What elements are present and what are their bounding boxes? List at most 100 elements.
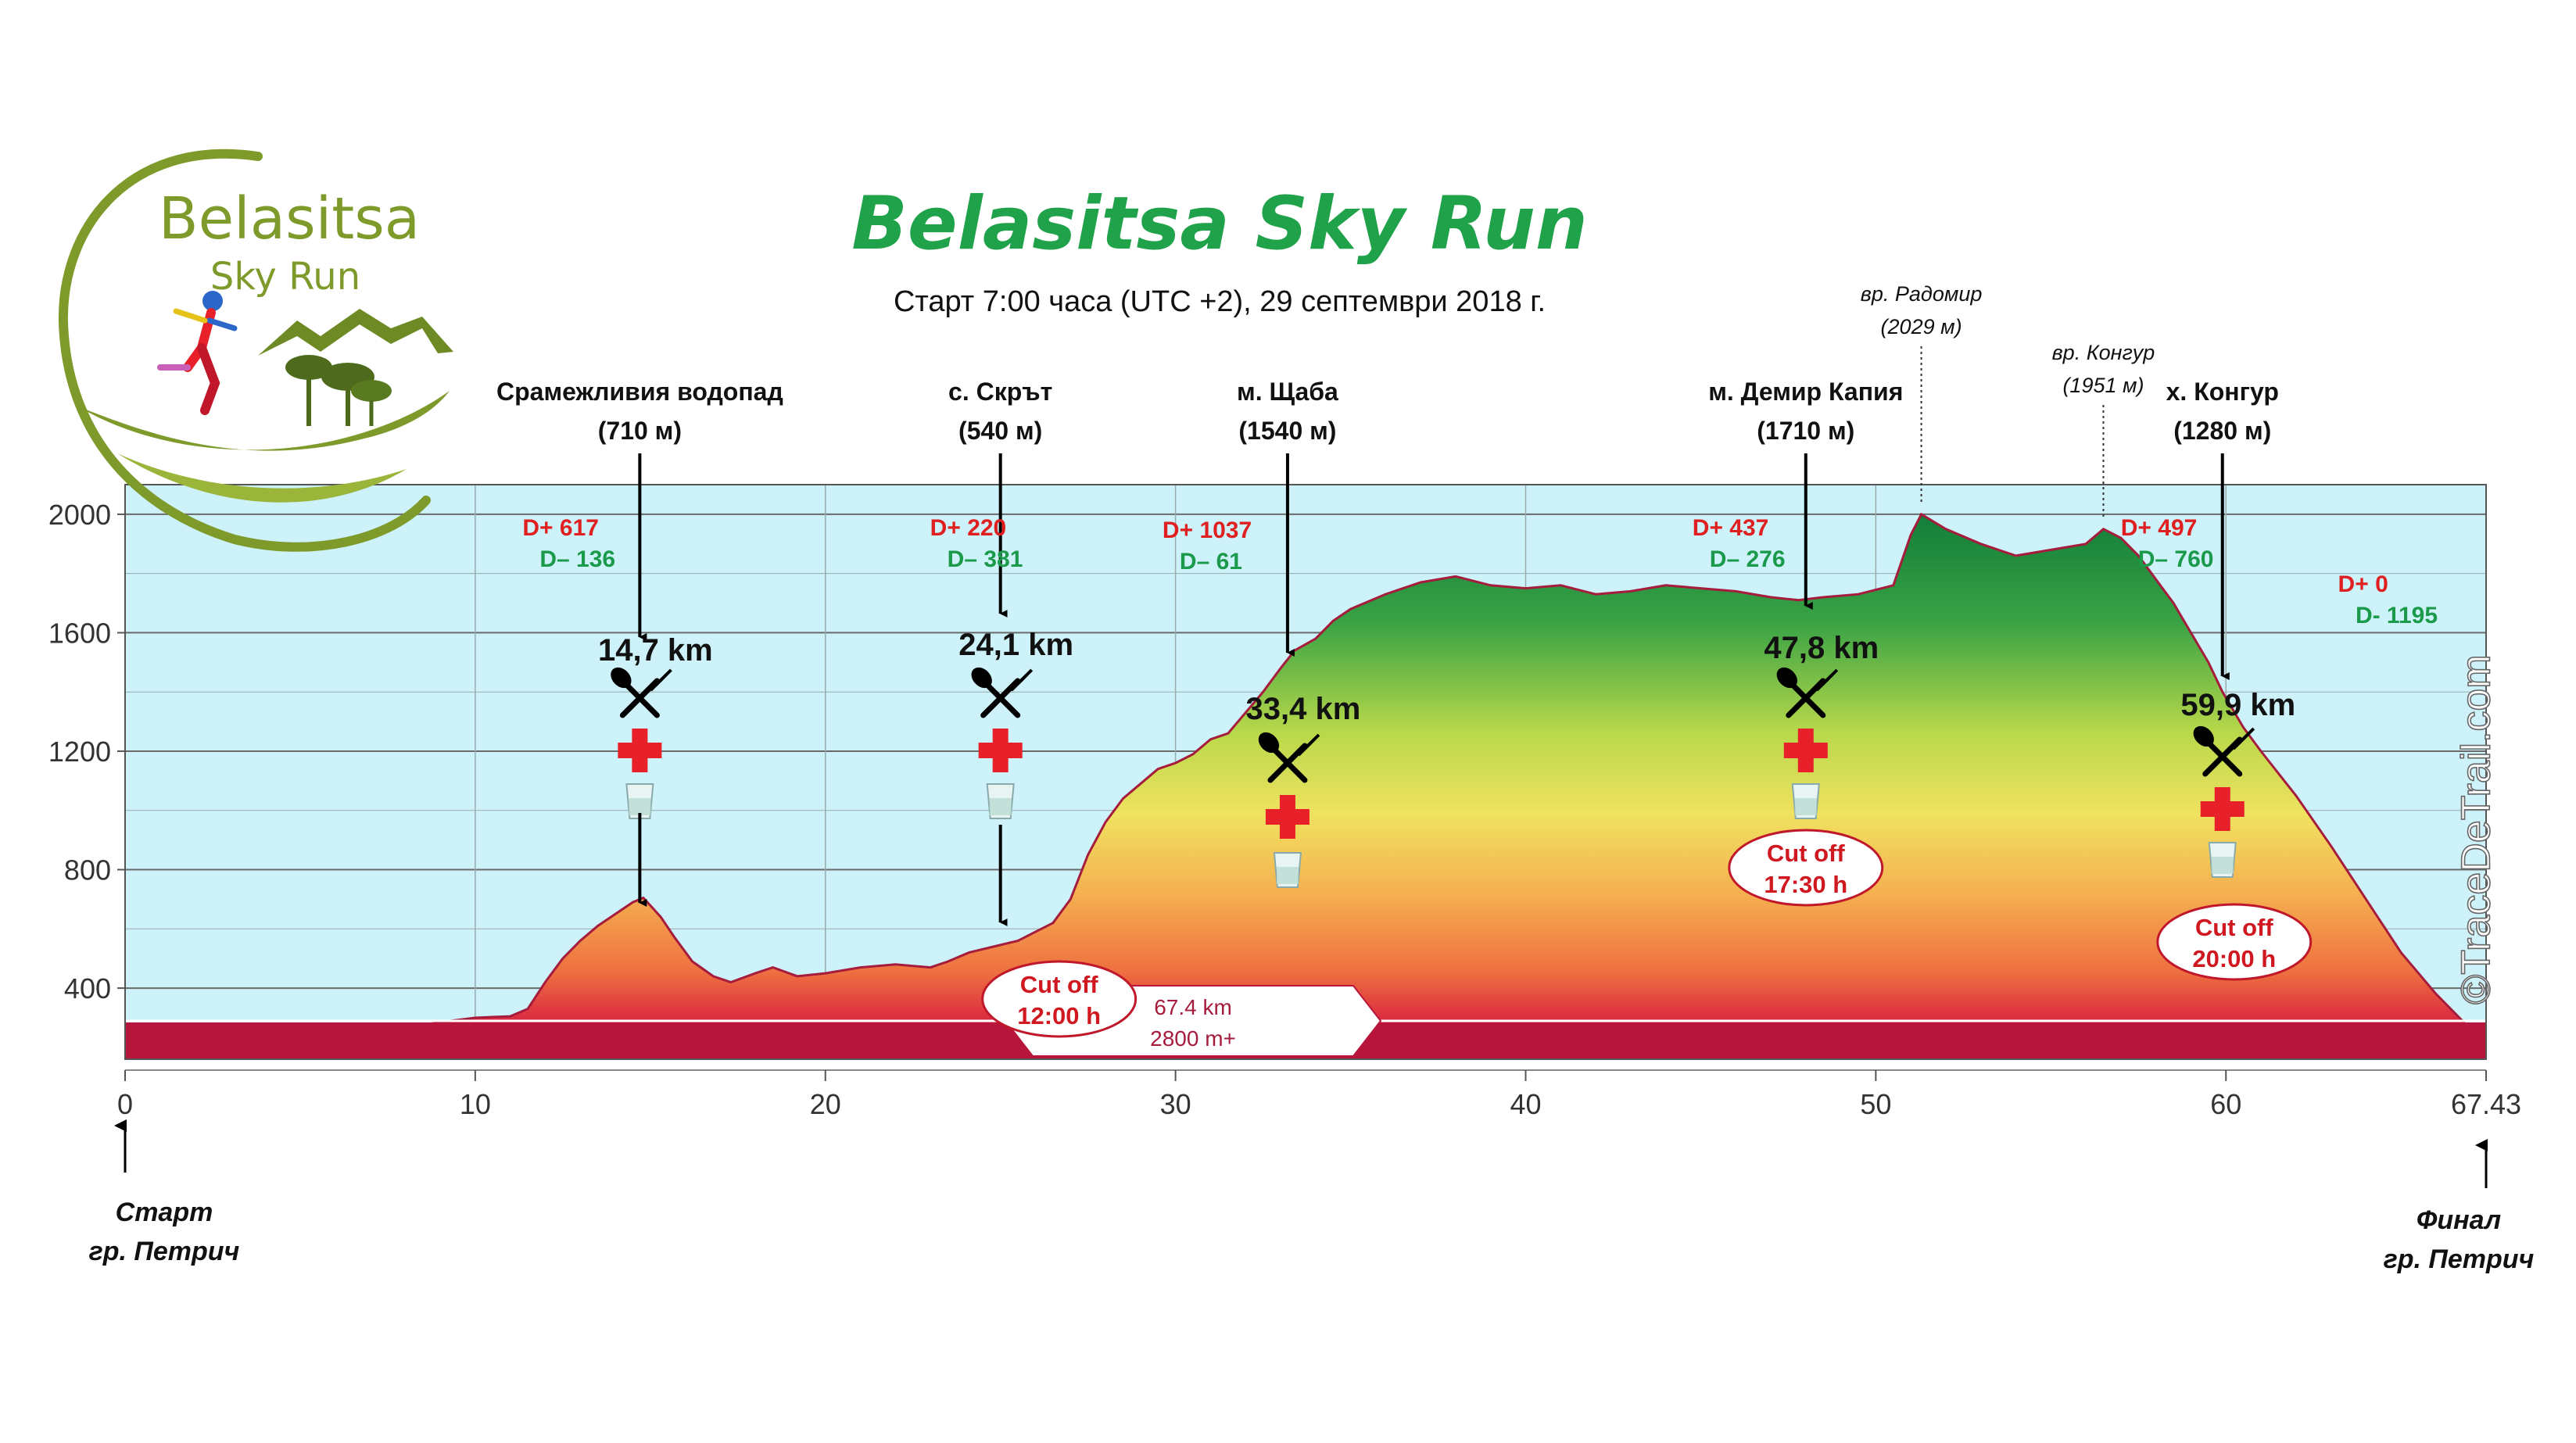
checkpoint-elevation: (1540 м) (1238, 417, 1336, 445)
gain-label: 2800 m+ (1150, 1026, 1236, 1051)
water-glass-icon (1791, 783, 1820, 819)
x-tick-label: 30 (1160, 1088, 1191, 1120)
checkpoints: Срамежливия водопад(710 м)14,7 kmD+ 617D… (496, 378, 2313, 1038)
first-aid-icon (618, 729, 662, 772)
summit-name: вр. Конгур (2052, 341, 2155, 364)
logo-leaf-icon (117, 453, 407, 503)
segment-loss: D– 760 (2138, 546, 2214, 572)
cutoff-label: Cut off (1020, 971, 1099, 998)
checkpoint-km: 59,9 km (2180, 688, 2295, 722)
start-location: гр. Петрич (89, 1237, 240, 1266)
checkpoint-name: Срамежливия водопад (496, 378, 783, 406)
y-tick-label: 1600 (48, 617, 111, 649)
x-tick-label: 20 (810, 1088, 841, 1120)
watermark-text: ©TraceDeTrail.com (2454, 654, 2499, 1004)
cutoff-time: 12:00 h (1017, 1002, 1101, 1029)
elevation-area (125, 514, 2486, 1059)
checkpoint-name: м. Щаба (1237, 378, 1338, 406)
y-tick-label: 1200 (48, 736, 111, 768)
x-tick-label: 10 (460, 1088, 491, 1120)
start-marker: Старт гр. Петрич (89, 1119, 240, 1266)
food-icon (1776, 667, 1839, 718)
summit-name: вр. Радомир (1861, 282, 1983, 306)
glass-water (1794, 798, 1817, 815)
food-icon (971, 667, 1034, 718)
food-icon (611, 667, 672, 718)
cutoff-badge (1728, 829, 1884, 907)
fork-tine-icon (1019, 668, 1034, 682)
summit-elevation: (1951 м) (2062, 374, 2144, 397)
segment-gain: D+ 437 (1693, 515, 1769, 541)
food-icon (2193, 725, 2255, 777)
logo-runner-icon (157, 291, 238, 415)
water-glass-icon (625, 783, 654, 819)
finish-loss: D- 1195 (2356, 603, 2438, 628)
segment-loss: D– 61 (1180, 549, 1242, 575)
finish-marker: Финал гр. Петрич (2384, 1139, 2535, 1274)
first-aid-icon (978, 729, 1023, 772)
water-glass-icon (986, 783, 1015, 819)
cutoff-time: 20:00 h (2192, 945, 2276, 972)
y-tick-label: 400 (64, 972, 111, 1004)
segment-loss: D– 276 (1710, 546, 1786, 572)
checkpoint-elevation: (710 м) (598, 417, 682, 445)
page-title: Belasitsa Sky Run (851, 181, 1588, 267)
summit: вр. Радомир (2029 м) (1861, 282, 1983, 505)
spoon-head-icon (1258, 732, 1280, 754)
fork-tine-icon (658, 668, 672, 682)
plot-frame (124, 484, 2487, 1060)
logo: Belasitsa Sky Run (58, 149, 453, 552)
segment-gain: D+ 617 (522, 515, 599, 541)
checkpoint-name: с. Скрът (948, 378, 1052, 406)
cross-bar (1279, 795, 1295, 839)
logo-tree-icon (285, 355, 392, 426)
cutoff-badge (981, 960, 1138, 1038)
summits: вр. Радомир (2029 м) вр. Конгур (1951 м) (1861, 282, 2155, 520)
spoon-head-icon (2193, 725, 2214, 747)
checkpoint-elevation: (1710 м) (1757, 417, 1854, 445)
segment-loss: D– 136 (539, 546, 615, 572)
cross-bar (2214, 787, 2230, 831)
first-aid-icon (1265, 795, 1309, 839)
start-label: Старт (116, 1198, 213, 1227)
checkpoint-km: 47,8 km (1764, 631, 1879, 665)
x-tick-label: 0 (117, 1088, 133, 1120)
glass-water (2211, 857, 2234, 874)
page-subtitle: Старт 7:00 часа (UTC +2), 29 септември 2… (894, 285, 1546, 318)
segment-loss: D– 381 (948, 546, 1023, 572)
logo-mountain-icon (258, 309, 453, 356)
spoon-head-icon (971, 667, 992, 689)
x-tick-label: 50 (1860, 1088, 1891, 1120)
water-glass-icon (1273, 852, 1302, 888)
x-tick-label: 67.43 (2451, 1088, 2521, 1120)
glass-water (1276, 867, 1299, 884)
checkpoint-km: 14,7 km (598, 633, 713, 668)
finish-gain: D+ 0 (2338, 571, 2388, 597)
checkpoint-elevation: (540 м) (958, 417, 1042, 445)
y-tick-label: 2000 (48, 499, 111, 531)
summit-elevation: (2029 м) (1881, 315, 1962, 338)
first-aid-icon (1783, 729, 1828, 772)
spoon-head-icon (1776, 667, 1797, 689)
logo-leaf-icon (78, 391, 450, 451)
logo-ring-icon (58, 149, 431, 552)
finish-label: Финал (2417, 1205, 2501, 1235)
cutoff-time: 17:30 h (1764, 871, 1847, 898)
glass-water (629, 798, 651, 815)
cross-bar (1797, 729, 1814, 772)
water-glass-icon (2208, 842, 2237, 878)
y-tick-label: 800 (64, 854, 111, 886)
checkpoint-name: м. Демир Капия (1708, 378, 1903, 406)
fork-tine-icon (1825, 668, 1839, 682)
y-axis-ticks: 400 800 1200 1600 2000 (48, 499, 125, 1004)
first-aid-icon (2200, 787, 2245, 831)
fork-tine-icon (1306, 733, 1320, 747)
fork-tine-icon (2241, 727, 2255, 741)
summit: вр. Конгур (1951 м) (2052, 341, 2155, 520)
segment-gain: D+ 497 (2121, 515, 2198, 541)
